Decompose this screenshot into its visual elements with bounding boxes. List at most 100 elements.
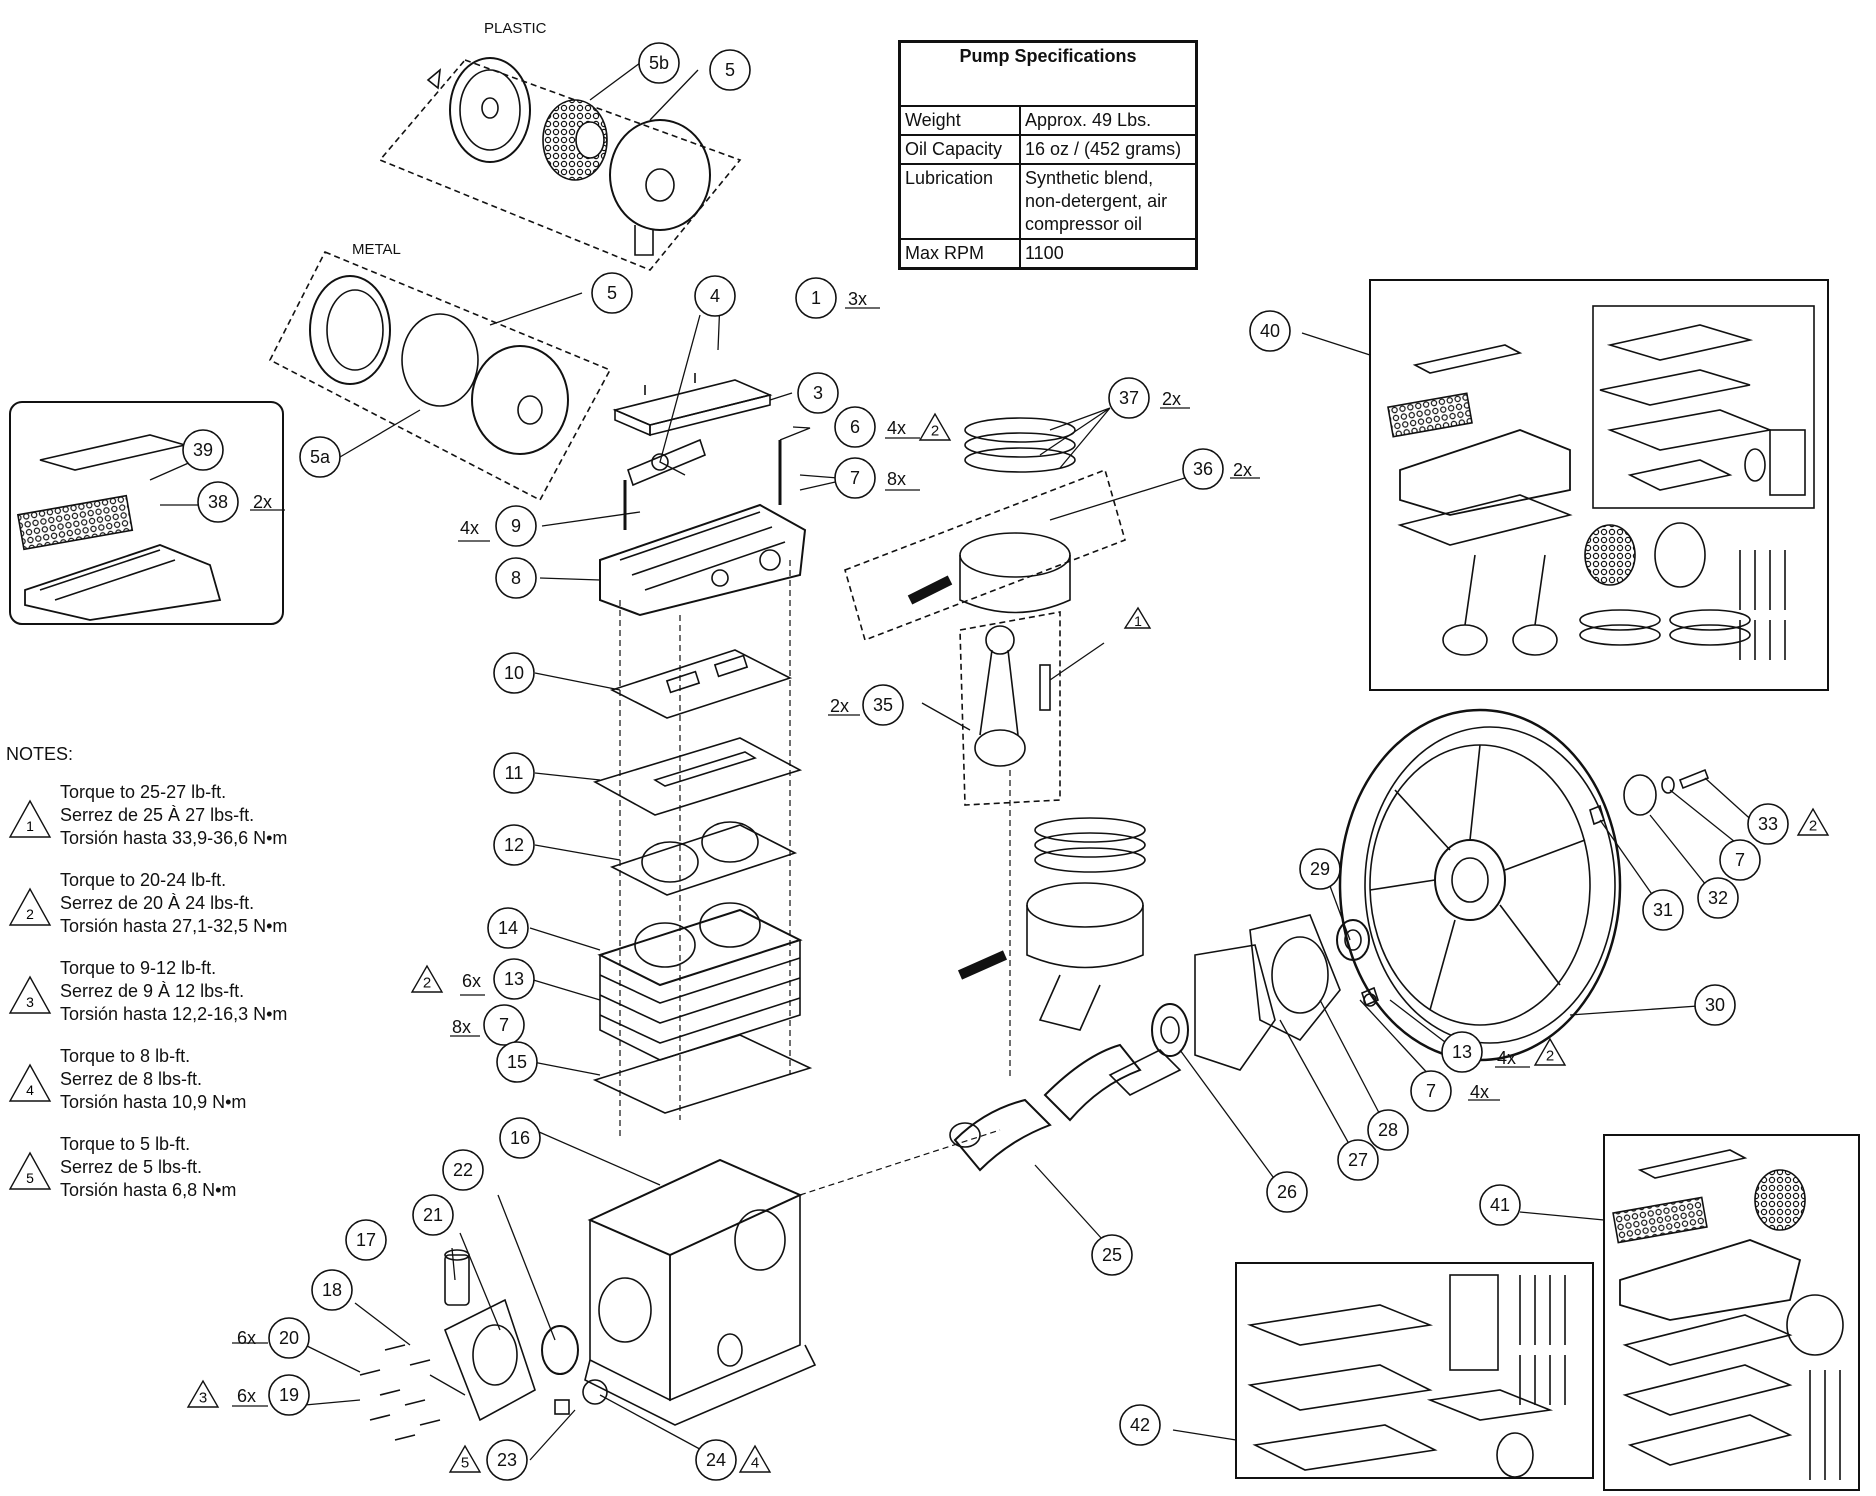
alignment-lines bbox=[619, 560, 1011, 1196]
callout-27 bbox=[1337, 1139, 1379, 1181]
torque-triangle-icon: 3 bbox=[8, 975, 52, 1015]
callout-5a bbox=[299, 436, 341, 478]
callout-38 bbox=[197, 481, 239, 523]
torque-triangle-icon: 4 bbox=[8, 1063, 52, 1103]
svg-text:3: 3 bbox=[26, 994, 34, 1010]
callout-number: 31 bbox=[1653, 900, 1673, 920]
piston bbox=[907, 532, 1071, 614]
callout-number: 25 bbox=[1102, 1245, 1122, 1265]
callout-39 bbox=[182, 429, 224, 471]
note-en: Torque to 25-27 lb-ft. bbox=[60, 782, 227, 802]
callout-36 bbox=[1182, 448, 1224, 490]
leader-lines bbox=[149, 62, 1758, 1461]
callout-number: 32 bbox=[1708, 888, 1728, 908]
crankshaft bbox=[949, 1043, 1182, 1172]
qty-label: 2x bbox=[1162, 389, 1181, 409]
callout-13-left bbox=[493, 958, 535, 1000]
spec-value: Synthetic blend, non-detergent, air comp… bbox=[1019, 163, 1198, 240]
flywheel bbox=[1338, 708, 1622, 1062]
cover-bolts bbox=[359, 1344, 441, 1441]
callout-number: 23 bbox=[497, 1450, 517, 1470]
metal-air-filter-group bbox=[268, 250, 612, 502]
callout-number: 7 bbox=[499, 1015, 509, 1035]
callout-number: 17 bbox=[356, 1230, 376, 1250]
callout-9 bbox=[495, 505, 537, 547]
torque-number: 1 bbox=[1134, 613, 1142, 629]
callout-5b bbox=[638, 42, 680, 84]
callout-14 bbox=[487, 907, 529, 949]
plastic-filter-element bbox=[542, 99, 608, 181]
callout-number: 15 bbox=[507, 1052, 527, 1072]
crankcase bbox=[584, 1158, 817, 1426]
kit-39-38-drawing bbox=[16, 434, 222, 621]
kit-40-gasket-inset bbox=[1592, 305, 1815, 509]
callout-8 bbox=[495, 557, 537, 599]
qty-label: 2x bbox=[1233, 460, 1252, 480]
svg-text:2: 2 bbox=[26, 906, 34, 922]
plastic-filter-cover bbox=[449, 57, 531, 163]
note-fr: Serrez de 9 À 12 lbs-ft. bbox=[60, 981, 245, 1001]
callout-24 bbox=[695, 1439, 737, 1481]
callout-23 bbox=[486, 1439, 528, 1481]
callout-12 bbox=[493, 824, 535, 866]
callout-25 bbox=[1091, 1234, 1133, 1276]
valve-plate bbox=[592, 737, 803, 816]
callout-number: 19 bbox=[279, 1385, 299, 1405]
callout-number: 20 bbox=[279, 1328, 299, 1348]
callout-17 bbox=[345, 1219, 387, 1261]
qty-label: 2x bbox=[830, 696, 849, 716]
bearing-gasket bbox=[1194, 944, 1276, 1071]
drain-plug bbox=[554, 1399, 570, 1415]
callout-3 bbox=[797, 372, 839, 414]
torque-marker bbox=[738, 1444, 772, 1473]
carrier-bolt bbox=[1361, 986, 1379, 1007]
callout-number: 12 bbox=[504, 835, 524, 855]
metal-label: METAL bbox=[352, 241, 401, 258]
callouts bbox=[182, 42, 1789, 1481]
spec-key: Weight bbox=[898, 105, 1021, 136]
callout-number: 5 bbox=[607, 283, 617, 303]
qty-label: 8x bbox=[452, 1017, 471, 1037]
torque-number: 2 bbox=[423, 975, 431, 992]
note-item: 3 Torque to 9-12 lb-ft. Serrez de 9 À 12… bbox=[6, 957, 346, 1045]
torque-marker bbox=[448, 1444, 482, 1473]
metal-filter-cover bbox=[309, 275, 391, 385]
spec-value: Approx. 49 Lbs. bbox=[1019, 105, 1198, 136]
valve-plate-gasket bbox=[609, 649, 793, 719]
callout-number: 7 bbox=[1735, 850, 1745, 870]
callout-20 bbox=[268, 1317, 310, 1359]
callout-number: 22 bbox=[453, 1160, 473, 1180]
callout-7-top bbox=[834, 457, 876, 499]
qty-label: 3x bbox=[848, 289, 867, 309]
callout-number: 35 bbox=[873, 695, 893, 715]
note-es: Torsión hasta 27,1-32,5 N•m bbox=[60, 916, 288, 936]
cylinder-block bbox=[597, 902, 803, 1061]
note-item: 2 Torque to 20-24 lb-ft. Serrez de 20 À … bbox=[6, 869, 346, 957]
callout-37 bbox=[1108, 377, 1150, 419]
oil-fill-plug bbox=[582, 1379, 608, 1405]
torque-marker bbox=[410, 964, 444, 993]
callout-number: 42 bbox=[1130, 1415, 1150, 1435]
torque-number: 3 bbox=[199, 1390, 207, 1407]
callout-7-right bbox=[1719, 839, 1761, 881]
note-en: Torque to 5 lb-ft. bbox=[60, 1134, 191, 1154]
qty-label: 4x bbox=[1470, 1082, 1489, 1102]
torque-marker bbox=[1533, 1037, 1567, 1066]
callout-number: 39 bbox=[193, 440, 213, 460]
callout-number: 11 bbox=[505, 763, 524, 783]
spec-key: Lubrication bbox=[898, 163, 1021, 240]
spec-row: Lubrication Synthetic blend, non-deterge… bbox=[898, 163, 1198, 240]
note-es: Torsión hasta 6,8 N•m bbox=[60, 1180, 237, 1200]
callout-number: 5b bbox=[649, 53, 669, 73]
qty-label: 4x bbox=[887, 418, 906, 438]
callout-13-right bbox=[1441, 1031, 1483, 1073]
callout-number: 38 bbox=[208, 492, 228, 512]
note-fr: Serrez de 5 lbs-ft. bbox=[60, 1157, 203, 1177]
note-fr: Serrez de 8 lbs-ft. bbox=[60, 1069, 203, 1089]
callout-number: 4 bbox=[710, 286, 720, 306]
callout-32 bbox=[1697, 877, 1739, 919]
piston-group-box bbox=[844, 468, 1126, 642]
spec-row: Oil Capacity 16 oz / (452 grams) bbox=[898, 134, 1198, 165]
callout-number: 8 bbox=[511, 568, 521, 588]
